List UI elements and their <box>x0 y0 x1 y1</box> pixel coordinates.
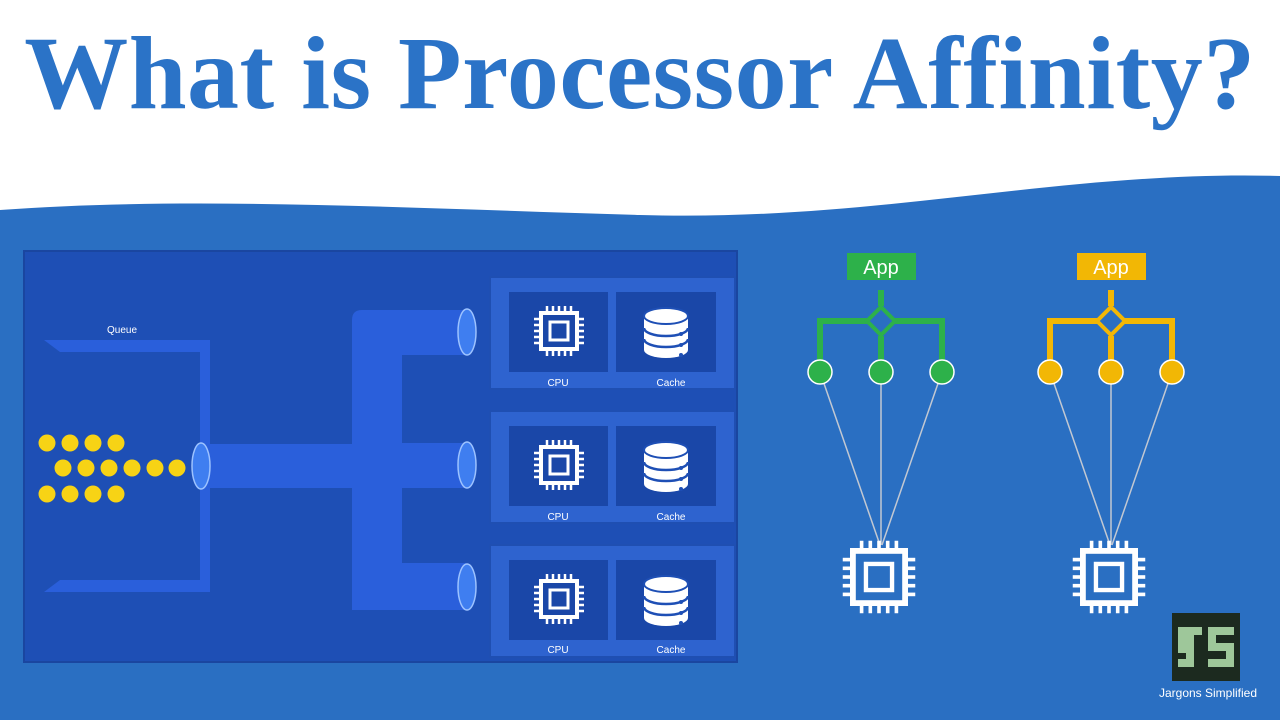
page-title: What is Processor Affinity? <box>24 16 1256 131</box>
logo-icon <box>1172 613 1240 681</box>
app-label: App <box>863 257 899 279</box>
database-cache-icon <box>642 574 690 628</box>
processor-unit-1: CPU Cache <box>489 276 736 390</box>
processor-unit-2: CPU Cache <box>489 410 736 524</box>
processor-unit-3: CPU Cache <box>489 544 736 658</box>
cache-label: Cache <box>657 512 686 523</box>
app-tree-yellow: App <box>1037 253 1185 614</box>
header-band <box>0 0 1280 216</box>
database-cache-icon <box>642 440 690 494</box>
cpu-chip-icon <box>843 541 916 614</box>
cache-label: Cache <box>657 378 686 389</box>
app-badge <box>847 253 916 280</box>
cpu-label: CPU <box>547 512 568 523</box>
app-label: App <box>1093 257 1129 279</box>
pipe-openings <box>191 308 477 611</box>
queue-label: Queue <box>107 325 137 336</box>
cpu-label: CPU <box>547 645 568 656</box>
cpu-chip-icon <box>1073 541 1146 614</box>
pipe-network <box>200 310 466 610</box>
app-badge <box>1077 253 1146 280</box>
brand-name: Jargons Simplified <box>1158 686 1258 700</box>
cpu-label: CPU <box>547 378 568 389</box>
app-tree-green: App <box>807 253 955 614</box>
database-cache-icon <box>642 306 690 360</box>
queue-funnel <box>44 340 210 592</box>
cache-label: Cache <box>657 645 686 656</box>
queue-dots <box>38 434 186 503</box>
